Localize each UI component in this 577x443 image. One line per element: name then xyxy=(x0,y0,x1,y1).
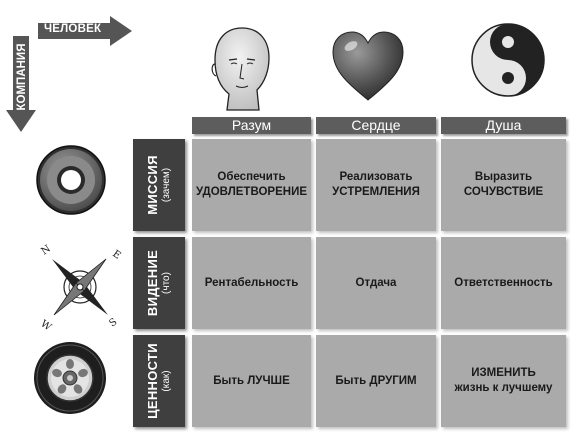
cell-text: Рентабельность xyxy=(204,276,299,289)
cell-text: Быть ЛУЧШЕ xyxy=(213,374,290,387)
cell-text: Обеспечить xyxy=(217,171,286,183)
cell-text: УДОВЛЕТВОРЕНИЕ xyxy=(195,186,308,198)
vertical-arrow-icon xyxy=(6,36,36,132)
cell-vision-mind: Рентабельность xyxy=(192,237,311,329)
row-label-vision-sub: (что) xyxy=(161,272,172,294)
cell-text: ИЗМЕНИТЬ xyxy=(471,367,536,379)
row-label-mission: МИССИЯ (зачем) xyxy=(133,139,185,231)
cell-text: Быть ДРУГИМ xyxy=(335,374,417,387)
cell-values-mind: Быть ЛУЧШЕ xyxy=(192,335,311,427)
cell-vision-soul: Ответственность xyxy=(441,237,566,329)
axis-label-person: ЧЕЛОВЕК xyxy=(44,23,102,35)
row-label-vision: ВИДЕНИЕ (что) xyxy=(133,237,185,329)
cell-text: Реализовать xyxy=(339,171,413,183)
compass-s-label: S xyxy=(107,316,119,329)
cell-text: УСТРЕМЛЕНИЯ xyxy=(332,186,420,198)
horizontal-arrow-icon xyxy=(38,16,132,46)
column-header-mind: Разум xyxy=(192,117,311,134)
compass-icon: N E S W xyxy=(34,243,126,331)
cell-vision-heart: Отдача xyxy=(316,237,436,329)
cell-text: жизнь к лучшему xyxy=(454,382,553,394)
cell-text: Выразить xyxy=(474,171,533,183)
yin-yang-icon xyxy=(470,22,546,98)
compass-e-label: E xyxy=(110,248,122,261)
cell-text: Отдача xyxy=(355,276,397,289)
head-icon xyxy=(205,24,279,112)
wheel-icon xyxy=(32,340,108,416)
column-header-soul: Душа xyxy=(441,117,566,134)
cell-values-heart: Быть ДРУГИМ xyxy=(316,335,436,427)
row-label-mission-text: МИССИЯ xyxy=(145,155,160,215)
compass-n-label: N xyxy=(39,243,53,257)
cell-values-soul: ИЗМЕНИТЬ жизнь к лучшему xyxy=(441,335,566,427)
cell-text: СОЧУВСТВИЕ xyxy=(463,186,544,198)
heart-icon xyxy=(331,30,405,102)
donut-icon xyxy=(34,143,108,217)
row-label-vision-text: ВИДЕНИЕ xyxy=(145,249,160,317)
row-label-values: ЦЕННОСТИ (как) xyxy=(133,335,185,427)
compass-w-label: W xyxy=(38,318,53,331)
cell-text: Ответственность xyxy=(454,276,553,289)
row-label-values-text: ЦЕННОСТИ xyxy=(145,343,160,419)
axis-label-company: КОМПАНИЯ xyxy=(16,43,28,111)
row-label-values-sub: (как) xyxy=(161,370,172,392)
row-label-mission-sub: (зачем) xyxy=(161,167,172,203)
column-header-heart: Сердце xyxy=(316,117,436,134)
